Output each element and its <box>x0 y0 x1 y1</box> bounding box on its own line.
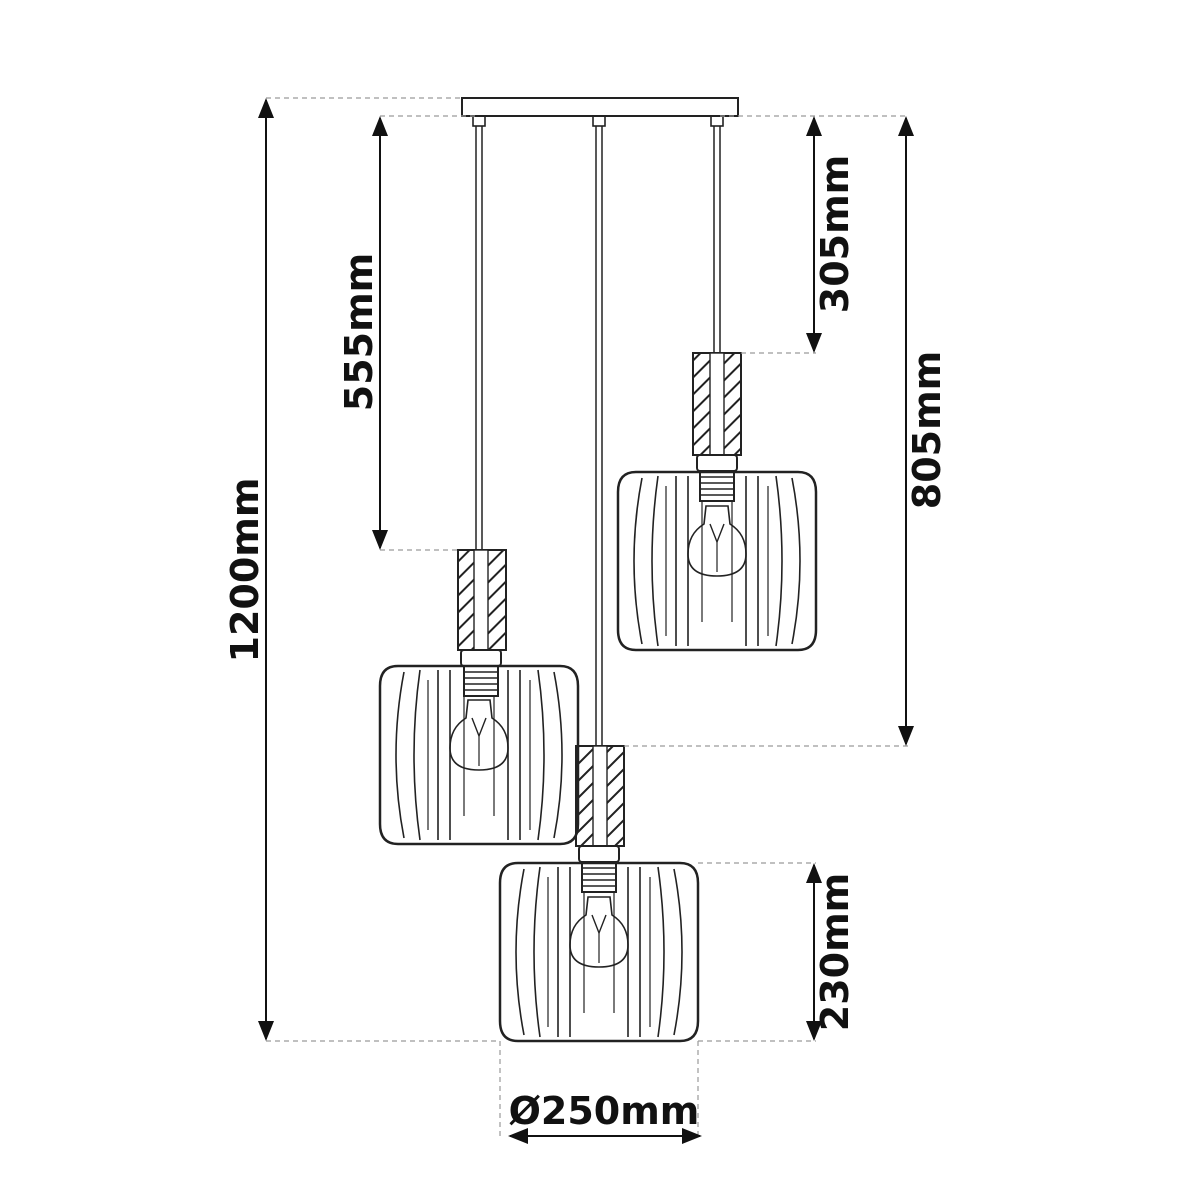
ceiling-canopy <box>461 97 739 127</box>
pendant-right <box>616 352 818 652</box>
label-total-height: 1200mm <box>223 478 267 663</box>
pendant-left <box>378 549 580 846</box>
label-cable-right: 305mm <box>813 155 857 314</box>
cables <box>475 126 721 746</box>
pendant-middle <box>498 745 700 1043</box>
dimension-lines <box>258 98 914 1144</box>
label-shade-height: 230mm <box>813 873 857 1032</box>
label-shade-diameter: Ø250mm <box>509 1089 700 1133</box>
label-drop-right: 805mm <box>905 351 949 510</box>
label-cable-left: 555mm <box>337 253 381 412</box>
